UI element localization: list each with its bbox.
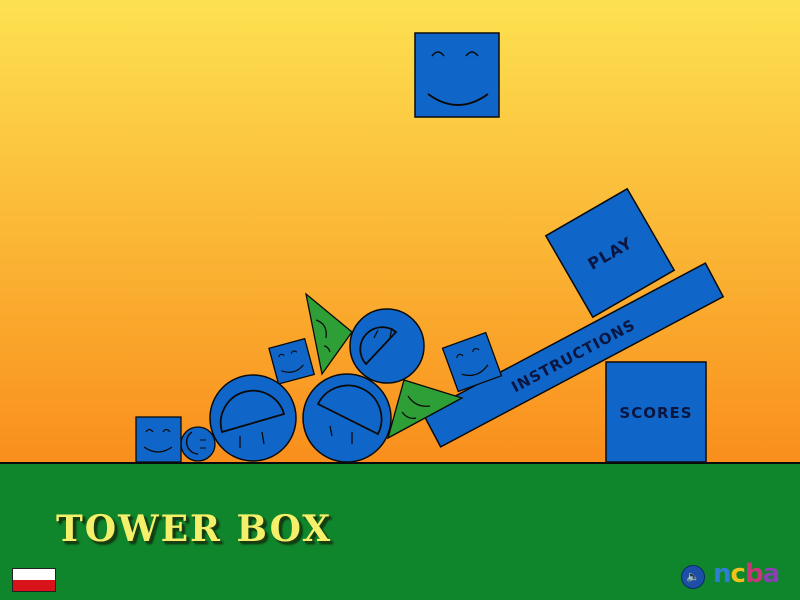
brand-logo: ncba bbox=[713, 559, 781, 589]
smiley-box-small bbox=[441, 331, 503, 393]
smiley-ball-large-left bbox=[209, 374, 297, 462]
brand-letter-a: a bbox=[762, 559, 781, 589]
green-triangle-top bbox=[305, 292, 353, 376]
speaker-icon[interactable]: 🔈 bbox=[681, 565, 705, 589]
falling-smiley-box bbox=[414, 32, 500, 118]
brand-letter-n: n bbox=[713, 559, 731, 589]
scores-button[interactable]: SCORES bbox=[605, 361, 707, 463]
brand-letter-b: b bbox=[744, 559, 764, 589]
scores-label: SCORES bbox=[619, 404, 692, 422]
poland-flag-icon[interactable] bbox=[12, 568, 56, 592]
smiley-ball-small bbox=[180, 426, 216, 462]
smiley-box-ground bbox=[135, 416, 182, 463]
smiley-ball-top bbox=[349, 308, 425, 384]
play-button[interactable]: PLAY bbox=[544, 187, 676, 319]
brand-letter-c: c bbox=[730, 559, 746, 589]
game-title: TOWER BOX bbox=[56, 508, 333, 550]
smiley-ball-large-right bbox=[302, 373, 392, 463]
smiley-box-tilted bbox=[268, 337, 316, 385]
ground bbox=[0, 463, 800, 600]
green-triangle-right bbox=[386, 379, 464, 440]
